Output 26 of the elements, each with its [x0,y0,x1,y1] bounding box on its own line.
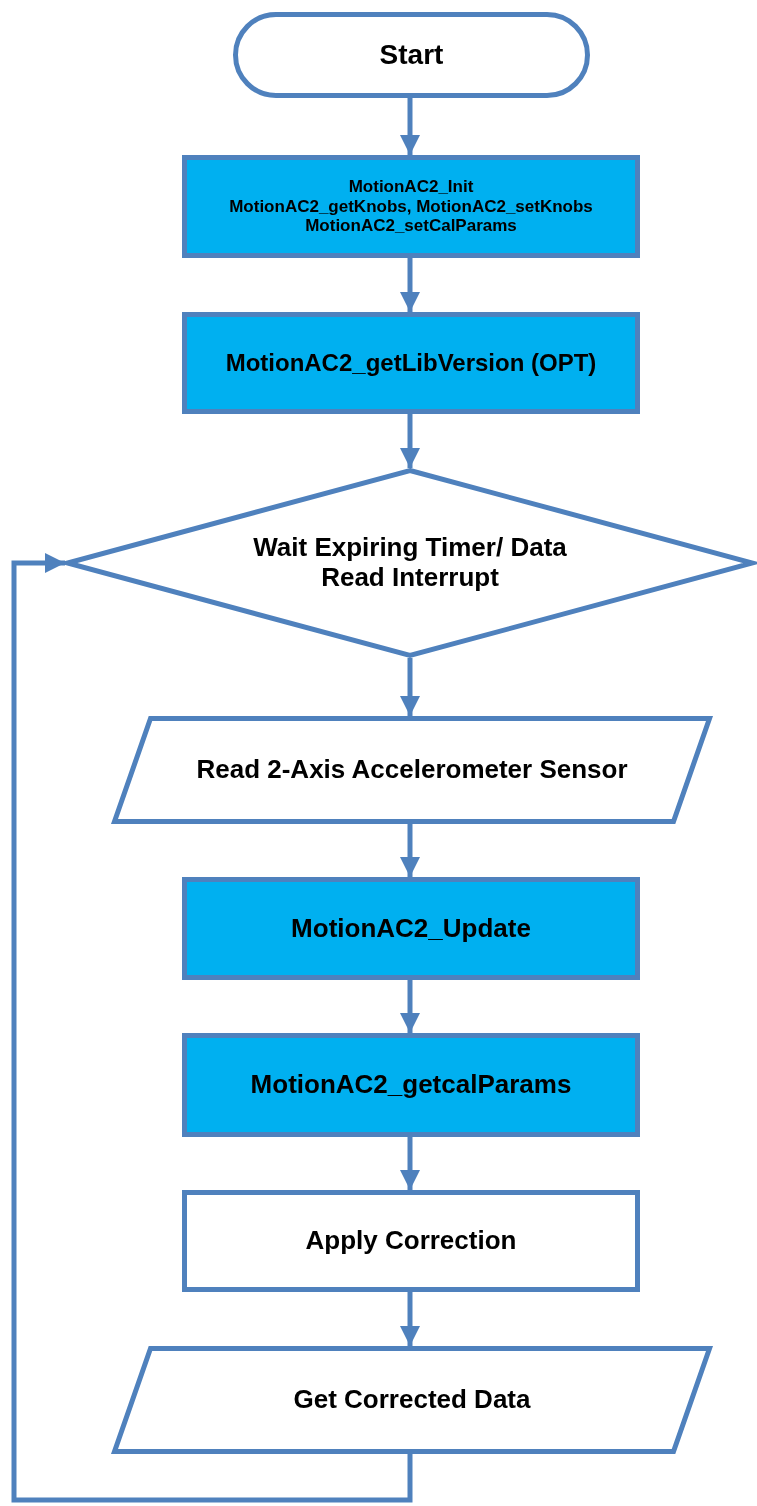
arrow [400,98,420,155]
arrow [400,258,420,312]
node-label: MotionAC2_Init [348,177,474,197]
node-label: Read 2-Axis Accelerometer Sensor [196,755,628,785]
process-box [182,877,640,980]
arrow [400,1137,420,1190]
node-label: Apply Correction [305,1226,517,1256]
node-label: Start [379,38,444,72]
process-box [182,1033,640,1137]
arrow [400,1292,420,1346]
node-label: Get Corrected Data [293,1385,531,1415]
process-box [182,1190,640,1292]
node-label: MotionAC2_getLibVersion (OPT) [225,349,597,377]
arrow [11,553,413,1503]
node-label: MotionAC2_getcalParams [250,1070,572,1100]
arrow [400,658,420,716]
node-label: MotionAC2_Update [291,913,531,944]
process-box [182,155,640,258]
arrow [400,824,420,877]
arrow [400,980,420,1033]
arrow [400,414,420,468]
input-output-parallelogram [112,716,712,824]
node-label: MotionAC2_setCalParams [305,216,517,236]
process-box [182,312,640,414]
node-label: MotionAC2_getKnobs, MotionAC2_setKnobs [229,196,593,217]
input-output-parallelogram [112,1346,712,1454]
